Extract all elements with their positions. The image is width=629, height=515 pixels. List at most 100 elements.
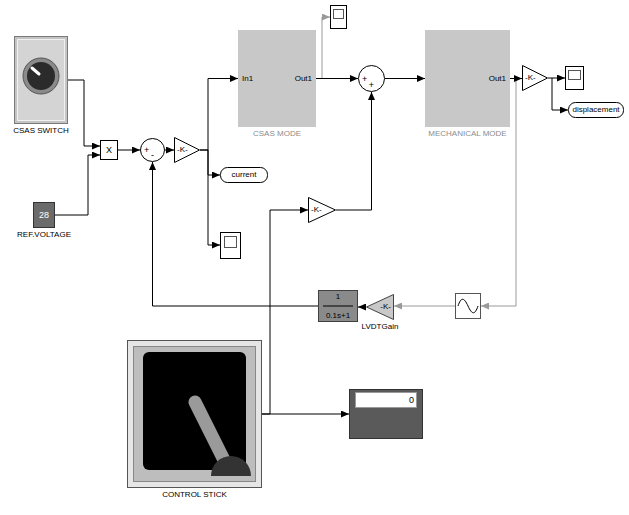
sum-block: +- <box>140 138 165 162</box>
block-text: 0.1s+1 <box>326 312 350 320</box>
scope-body <box>221 233 241 259</box>
block-text: current <box>232 171 257 179</box>
switch-knob <box>27 62 55 90</box>
signal-line <box>510 78 522 79</box>
signal-line <box>358 307 366 308</box>
outport-block: current <box>220 167 268 183</box>
outport-body <box>221 168 268 183</box>
switch-body <box>15 37 68 124</box>
block-label: REF.VOLTAGE <box>17 231 71 239</box>
signal-line <box>316 78 358 79</box>
block-label: MECHANICAL MODE <box>428 130 506 138</box>
scope-body <box>331 6 347 29</box>
gain-value: -K- <box>525 74 536 82</box>
gain-block: -K-LVDTGain <box>366 294 394 320</box>
port-label: Out1 <box>489 75 506 83</box>
scope-block <box>221 233 241 259</box>
block-text: - <box>151 151 154 160</box>
stick-bevel <box>134 347 256 482</box>
signal-line <box>200 150 220 175</box>
switch-ring <box>23 58 59 94</box>
stick-frame <box>128 341 262 488</box>
sine-symbol <box>458 299 478 313</box>
signal-wire <box>552 78 565 79</box>
product-block: X <box>100 140 118 160</box>
sum-body <box>141 139 165 162</box>
block-label: CSAS MODE <box>253 130 301 138</box>
transfer-body <box>319 291 358 322</box>
stick-pivot <box>211 456 251 476</box>
block-text: X <box>106 146 112 155</box>
subsystem-body <box>425 30 510 127</box>
port-label: Out1 <box>295 75 312 83</box>
gain-value: -K- <box>177 146 188 154</box>
toggle-switch-outline <box>14 36 68 124</box>
signal-line <box>200 79 238 151</box>
port-label: In1 <box>242 75 253 83</box>
signal-line <box>262 210 308 414</box>
signal-wire <box>208 150 220 245</box>
display-body <box>350 390 423 439</box>
scope-screen <box>569 71 581 80</box>
block-label: LVDTGain <box>362 323 399 331</box>
toggle-switch: CSAS SWITCH <box>14 36 68 124</box>
signal-line <box>118 150 140 151</box>
gain-value: -K- <box>380 303 391 311</box>
gain-value: -K- <box>311 206 322 214</box>
signal-line <box>548 78 568 110</box>
scope-block <box>566 67 584 90</box>
signal-line <box>55 155 100 215</box>
gain-triangle <box>367 295 394 320</box>
constant-block: 28REF.VOLTAGE <box>33 202 55 228</box>
sum-body <box>359 66 385 92</box>
sensor-block <box>456 294 481 319</box>
signal-wire <box>394 306 455 307</box>
subsystem-body <box>238 30 316 127</box>
block-label: CSAS SWITCH <box>13 127 69 135</box>
scope-screen <box>225 237 237 248</box>
block-text: + <box>369 81 374 90</box>
signal-line <box>68 80 100 146</box>
signal-line <box>385 78 425 79</box>
fraction-bar <box>323 306 353 307</box>
display-field <box>356 393 417 408</box>
gain-block: -K- <box>308 197 336 223</box>
signal-line <box>153 162 319 306</box>
display-block: 0 <box>349 389 423 439</box>
gain-block: -K- <box>174 137 200 163</box>
port-label: + <box>144 146 149 155</box>
gain-triangle <box>309 198 336 223</box>
port-label: + <box>362 74 367 83</box>
display-value: 0 <box>409 393 414 407</box>
constant-body <box>34 203 55 228</box>
scope-block <box>331 6 347 29</box>
scope-screen <box>334 10 344 19</box>
control-stick-outline <box>127 340 262 488</box>
block-text: 28 <box>39 211 49 220</box>
product-body <box>101 141 118 160</box>
outport-body <box>569 103 624 118</box>
block-label: CONTROL STICK <box>162 491 227 499</box>
control-stick: CONTROL STICK <box>127 340 262 488</box>
outport-block: displacement <box>568 102 624 118</box>
stick-well <box>143 352 246 470</box>
gain-triangle <box>523 66 548 91</box>
signal-line <box>165 150 174 151</box>
subsystem-block: In1Out1CSAS MODE <box>238 30 316 127</box>
signal-line <box>336 92 372 210</box>
switch-bevel <box>18 40 65 121</box>
transfer-function-block: 1 0.1s+1 <box>318 290 358 322</box>
signal-wire <box>322 17 330 79</box>
gain-triangle <box>175 138 200 163</box>
signal-line <box>262 414 349 415</box>
block-text: 1 <box>336 293 340 301</box>
scope-body <box>566 67 584 90</box>
gain-block: -K- <box>522 65 548 91</box>
subsystem-block: Out1MECHANICAL MODE <box>425 30 510 127</box>
sensor-body <box>456 294 481 319</box>
block-text: displacement <box>572 106 619 114</box>
stick-lever <box>195 402 227 466</box>
switch-pointer <box>32 68 39 74</box>
